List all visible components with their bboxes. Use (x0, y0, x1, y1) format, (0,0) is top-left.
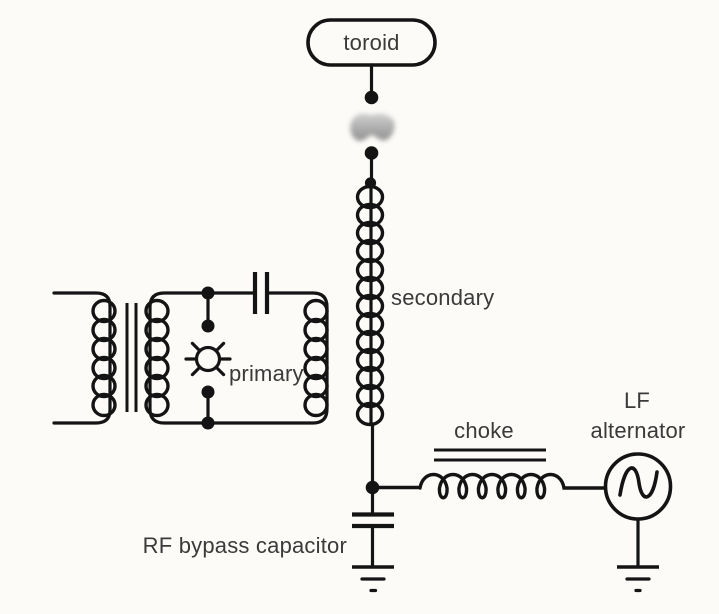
alternator-label-line1: LF (624, 388, 650, 413)
sine-wave-icon (618, 466, 659, 499)
spark-glow (350, 113, 395, 141)
choke-inductor: choke (376, 418, 607, 500)
secondary-label: secondary (391, 285, 494, 310)
rotary-spark-gap-icon (184, 286, 232, 430)
secondary-coil: secondary (355, 157, 494, 483)
ground-symbol (617, 565, 659, 593)
secondary-winding (355, 184, 385, 427)
rf-bypass-label: RF bypass capacitor (143, 533, 347, 558)
choke-winding (376, 472, 607, 500)
gap-electrode-node (201, 319, 215, 333)
ground-symbol (352, 565, 394, 593)
primary-loop-wire (148, 291, 329, 425)
bottom-junction-node (201, 416, 215, 430)
main-junction-node (365, 480, 380, 495)
rf-bypass-capacitor: RF bypass capacitor (143, 491, 394, 593)
toroid-terminal: toroid (306, 18, 437, 105)
transformer-left-winding (91, 298, 117, 418)
rotor-spokes (184, 341, 232, 377)
toroid-label: toroid (343, 30, 399, 55)
spark-lower-node (364, 146, 379, 160)
power-transformer (52, 291, 170, 425)
toroid-node (364, 90, 379, 105)
alternator-label-line2: alternator (591, 418, 686, 443)
choke-core-bars (434, 448, 546, 462)
choke-label: choke (454, 418, 514, 443)
transformer-right-winding (144, 298, 170, 418)
rotor-disc (194, 345, 222, 373)
primary-label: primary (229, 361, 304, 386)
spark-discharge-icon (350, 113, 395, 160)
gap-electrode-node (201, 385, 215, 399)
primary-circuit: primary (148, 272, 329, 430)
lf-alternator: LF alternator (591, 388, 686, 593)
primary-winding (303, 298, 329, 418)
tank-capacitor (252, 272, 270, 314)
